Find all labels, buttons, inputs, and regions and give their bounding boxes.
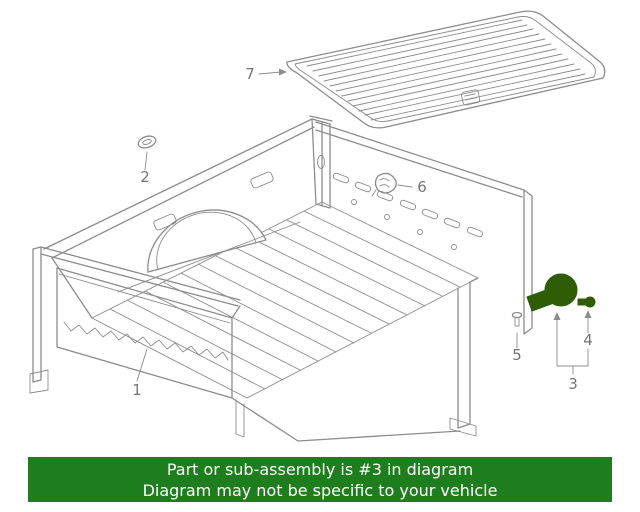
gm-logo-emboss: [461, 89, 481, 106]
callout-label-3: 3: [568, 375, 578, 393]
clip-part-6: [371, 172, 397, 197]
banner-line-2: Diagram may not be specific to your vehi…: [142, 480, 498, 500]
truck-bed-drawing: [29, 115, 533, 442]
callout-label-6: 6: [417, 178, 427, 196]
callout-label-1: 1: [132, 381, 142, 399]
bolt-part-5: [511, 311, 523, 327]
banner-line-1: Part or sub-assembly is #3 in diagram: [166, 459, 474, 479]
wheel-arch: [147, 209, 267, 273]
side-rail-slots: [332, 172, 484, 250]
notice-banner: Part or sub-assembly is #3 in diagram Di…: [28, 457, 612, 502]
bed-mat-part: [286, 10, 606, 129]
plug-part-2: [137, 135, 157, 149]
callout-leader-lines: [136, 68, 592, 382]
callout-label-2: 2: [140, 168, 150, 186]
highlighted-part-3: [526, 273, 578, 312]
callout-label-4: 4: [583, 331, 593, 349]
callout-label-5: 5: [512, 346, 522, 364]
bolt-part-4: [577, 296, 596, 308]
callout-label-7: 7: [245, 65, 255, 83]
